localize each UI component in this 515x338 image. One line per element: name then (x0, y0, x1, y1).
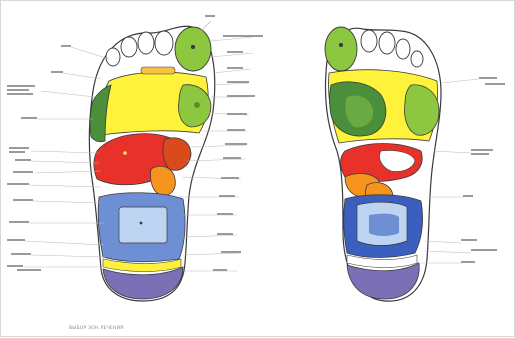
right-toe-3 (379, 32, 395, 54)
left-toe-band (141, 67, 175, 74)
toe-3 (138, 32, 154, 54)
right-foot (325, 27, 441, 301)
right-toe-2 (361, 30, 377, 52)
toe-4 (121, 37, 137, 57)
right-blue-inner (369, 214, 399, 236)
toe-2 (155, 31, 173, 55)
left-light-blue-zone (119, 207, 167, 243)
right-foot-label-marks (461, 77, 505, 263)
left-foot-left-label-marks (7, 45, 71, 271)
right-toe-5 (411, 51, 423, 67)
left-foot-right-label-marks (205, 15, 263, 271)
footer-caption: ВЫБОР ЗОН ЛЕЧЕНИЯ (69, 326, 124, 331)
toe-5 (106, 48, 120, 66)
big-toe-point (191, 45, 194, 48)
left-foot (89, 26, 215, 301)
right-big-toe-point (339, 43, 342, 46)
left-red-zone-point (123, 151, 127, 155)
right-toe-4 (396, 39, 410, 59)
left-blue-zone-point (140, 222, 143, 225)
left-green-zone-point (194, 102, 200, 108)
right-big-toe-zone (325, 27, 357, 71)
